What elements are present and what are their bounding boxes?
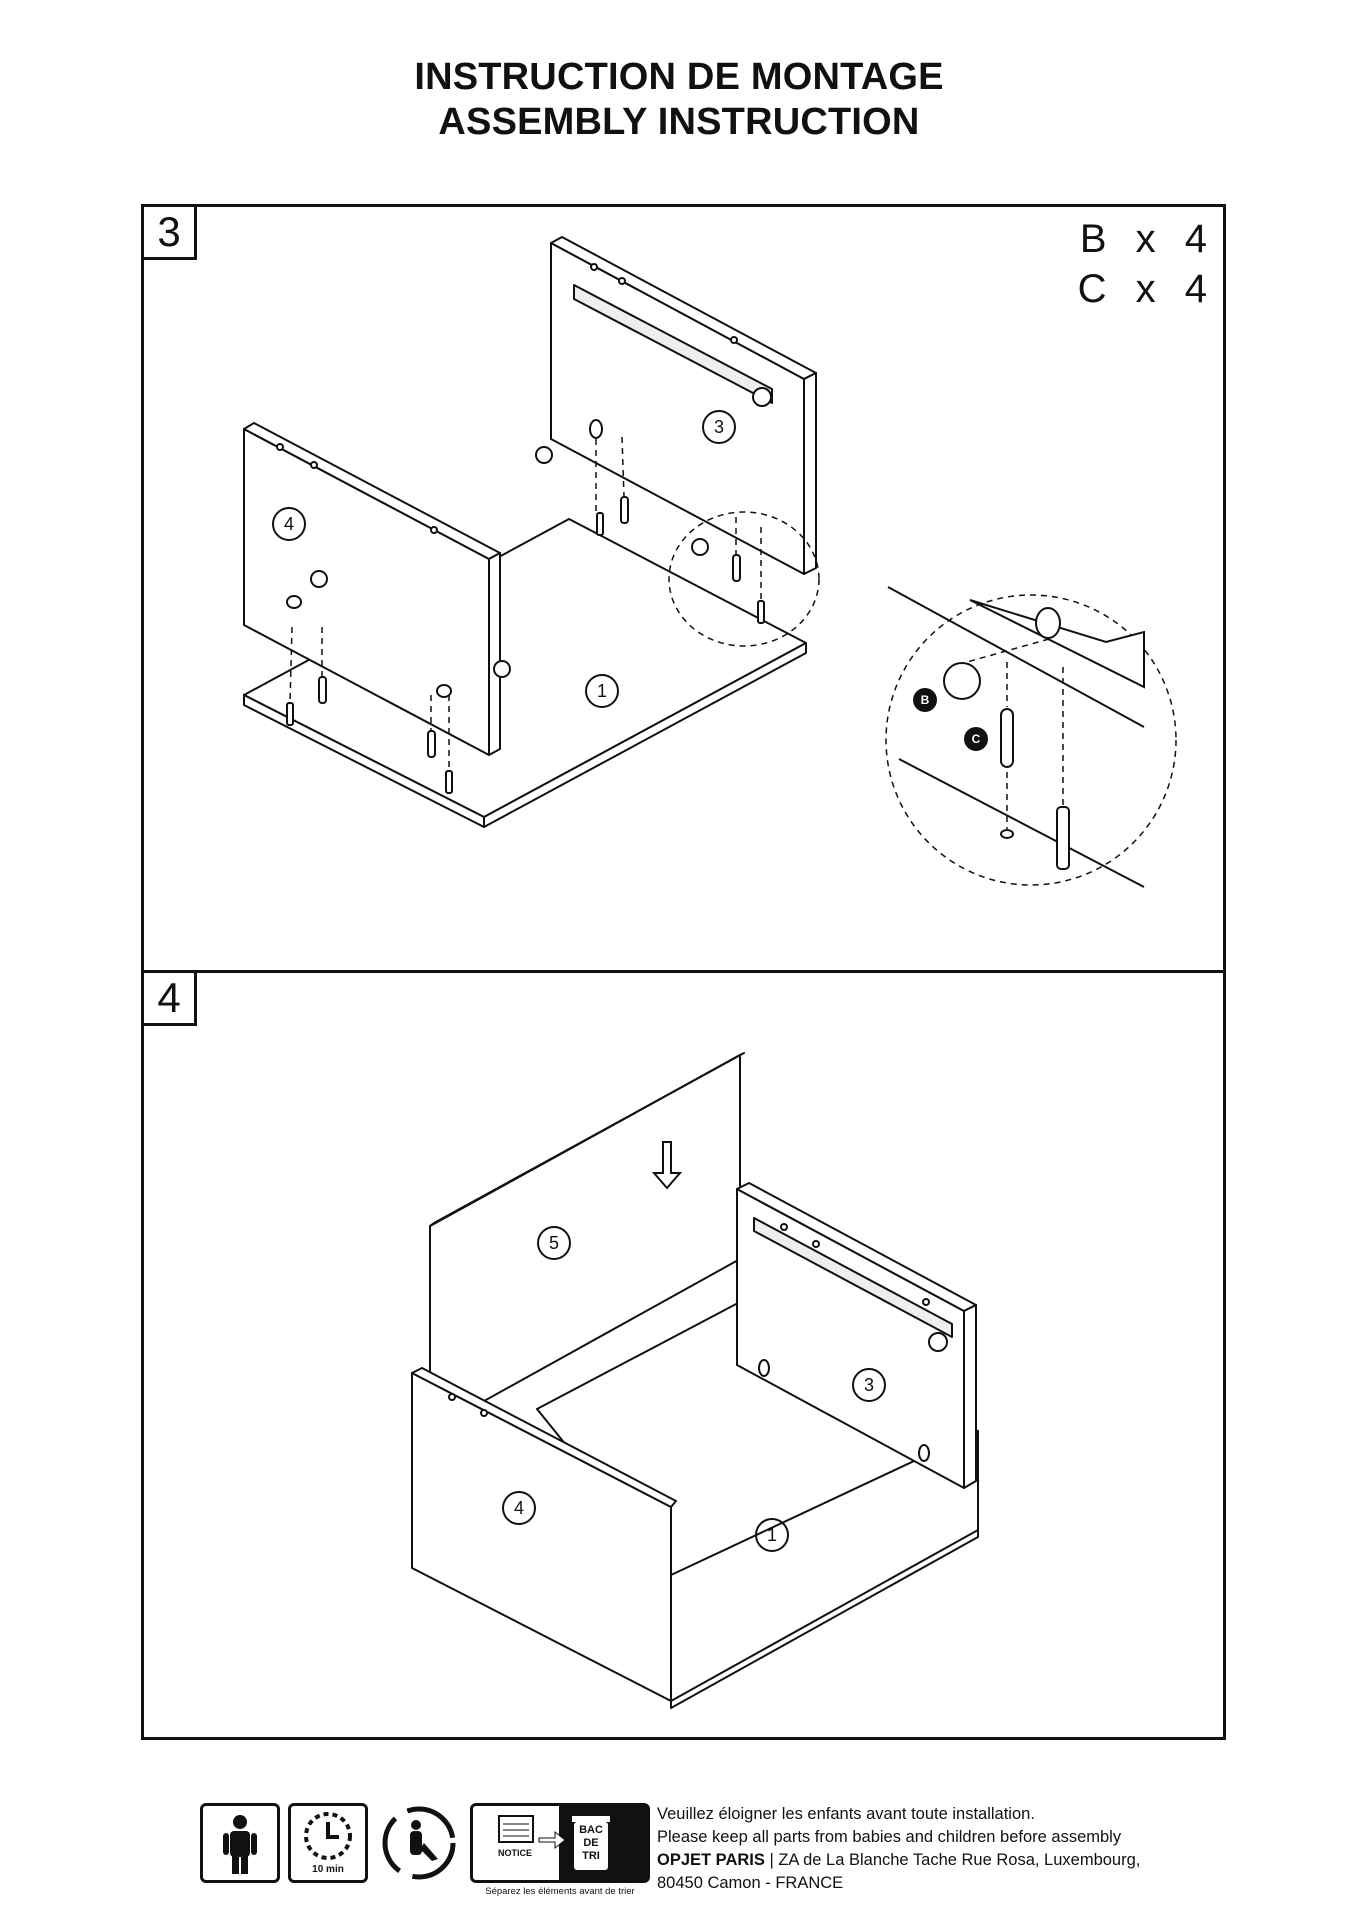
bin-icon: [572, 1816, 610, 1870]
bin-label-1: BAC: [579, 1824, 603, 1836]
arrow-right-icon: [538, 1830, 566, 1850]
step3-label-panel4: 4: [272, 507, 306, 541]
part-c-letter: C: [1077, 267, 1109, 311]
title-english: ASSEMBLY INSTRUCTION: [438, 101, 920, 143]
address-line-1: | ZA de La Blanche Tache Rue Rosa, Luxem…: [764, 1851, 1141, 1869]
note-line-2: Please keep all parts from babies and ch…: [657, 1828, 1122, 1846]
bin-label-2: DE: [583, 1837, 599, 1849]
step4-label-panel4: 4: [502, 1491, 536, 1525]
step-3-panel: 3 B x 4 C x 4: [141, 204, 1226, 973]
part-b-letter: B: [1079, 217, 1109, 261]
part-b-quantity: B x 4: [1080, 215, 1209, 263]
part-b-count: 4: [1184, 217, 1209, 261]
document-stack-icon: [498, 1815, 534, 1843]
title-french: INSTRUCTION DE MONTAGE: [414, 56, 944, 98]
step3-label-b: B: [920, 693, 930, 707]
clock-icon: 10 min: [288, 1803, 368, 1883]
step3-label-panel1: 1: [585, 674, 619, 708]
recycle-icon: [376, 1803, 462, 1883]
sorting-info-box: NOTICE BAC DE TRI: [470, 1803, 650, 1883]
part-c-times: x: [1135, 267, 1158, 311]
bin-label-3: TRI: [582, 1850, 600, 1862]
step-3-number: 3: [141, 204, 197, 260]
note-line-3: OPJET PARIS | ZA de La Blanche Tache Rue…: [657, 1849, 1140, 1872]
step4-label-panel1: 1: [755, 1518, 789, 1552]
part-b-times: x: [1135, 217, 1158, 261]
time-label: 10 min: [312, 1864, 344, 1875]
brand-name: OPJET PARIS: [657, 1851, 765, 1869]
step3-label-panel3: 3: [702, 410, 736, 444]
part-c-quantity: C x 4: [1078, 265, 1209, 313]
note-line-1: Veuillez éloigner les enfants avant tout…: [657, 1805, 1035, 1823]
notice-label: NOTICE: [497, 1848, 532, 1858]
note-line-4: 80450 Camon - FRANCE: [657, 1874, 844, 1892]
step4-label-panel3: 3: [852, 1368, 886, 1402]
step4-label-panel5: 5: [537, 1226, 571, 1260]
one-person-icon: [200, 1803, 280, 1883]
step-4-panel: 4: [141, 970, 1226, 1740]
step-4-drawing: [411, 1052, 979, 1709]
step3-label-c: C: [971, 732, 981, 746]
step-4-number: 4: [141, 970, 197, 1026]
part-c-count: 4: [1184, 267, 1209, 311]
sort-caption: Séparez les éléments avant de trier: [485, 1886, 635, 1897]
safety-and-address-text: Veuillez éloigner les enfants avant tout…: [657, 1803, 1140, 1895]
step-3-drawing: [243, 236, 1177, 888]
